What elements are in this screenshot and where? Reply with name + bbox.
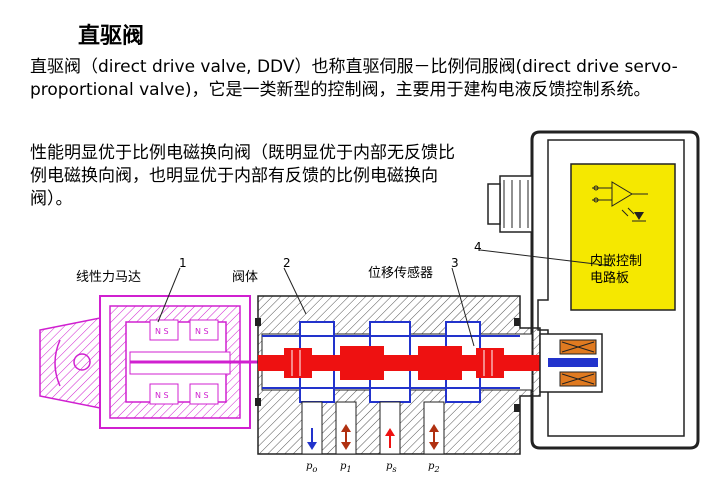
connector [487, 175, 533, 233]
flow-arrows [307, 424, 439, 450]
linear-force-motor [39, 295, 258, 429]
magnet-label-3: N S [155, 391, 169, 400]
callout-number-1: 1 [179, 256, 187, 270]
label-circuit-line2: 电路板 [590, 271, 630, 286]
electronics-housing [530, 130, 700, 450]
label-valve-body: 阀体 [232, 270, 259, 285]
callout-number-2: 2 [283, 256, 291, 270]
port-label-p1: p1 [340, 461, 352, 474]
port-label-po: po [306, 461, 318, 474]
magnet-label-1: N S [155, 327, 169, 336]
magnet-label-2: N S [195, 327, 209, 336]
spool [258, 346, 548, 380]
callout-number-3: 3 [451, 256, 459, 270]
callout-number-4: 4 [474, 240, 482, 254]
port-label-p2: p2 [428, 461, 440, 474]
performance-paragraph: 性能明显优于比例电磁换向阀（既明显优于内部无反馈比例电磁换向阀，也明显优于内部有… [30, 143, 455, 209]
leader-lines [157, 249, 613, 347]
label-embedded-circuit: 内嵌控制 电路板 [590, 253, 642, 287]
position-sensor [539, 333, 603, 393]
label-circuit-line1: 内嵌控制 [590, 254, 643, 269]
circuit-board [570, 163, 676, 311]
label-linear-force-motor: 线性力马达 [76, 270, 142, 285]
page-title: 直驱阀 [78, 24, 145, 49]
port-label-ps: ps [386, 461, 397, 474]
magnet-label-4: N S [195, 391, 209, 400]
label-position-sensor: 位移传感器 [368, 266, 434, 281]
intro-paragraph: 直驱阀（direct drive valve, DDV）也称直驱伺服－比例伺服阀… [30, 57, 678, 100]
